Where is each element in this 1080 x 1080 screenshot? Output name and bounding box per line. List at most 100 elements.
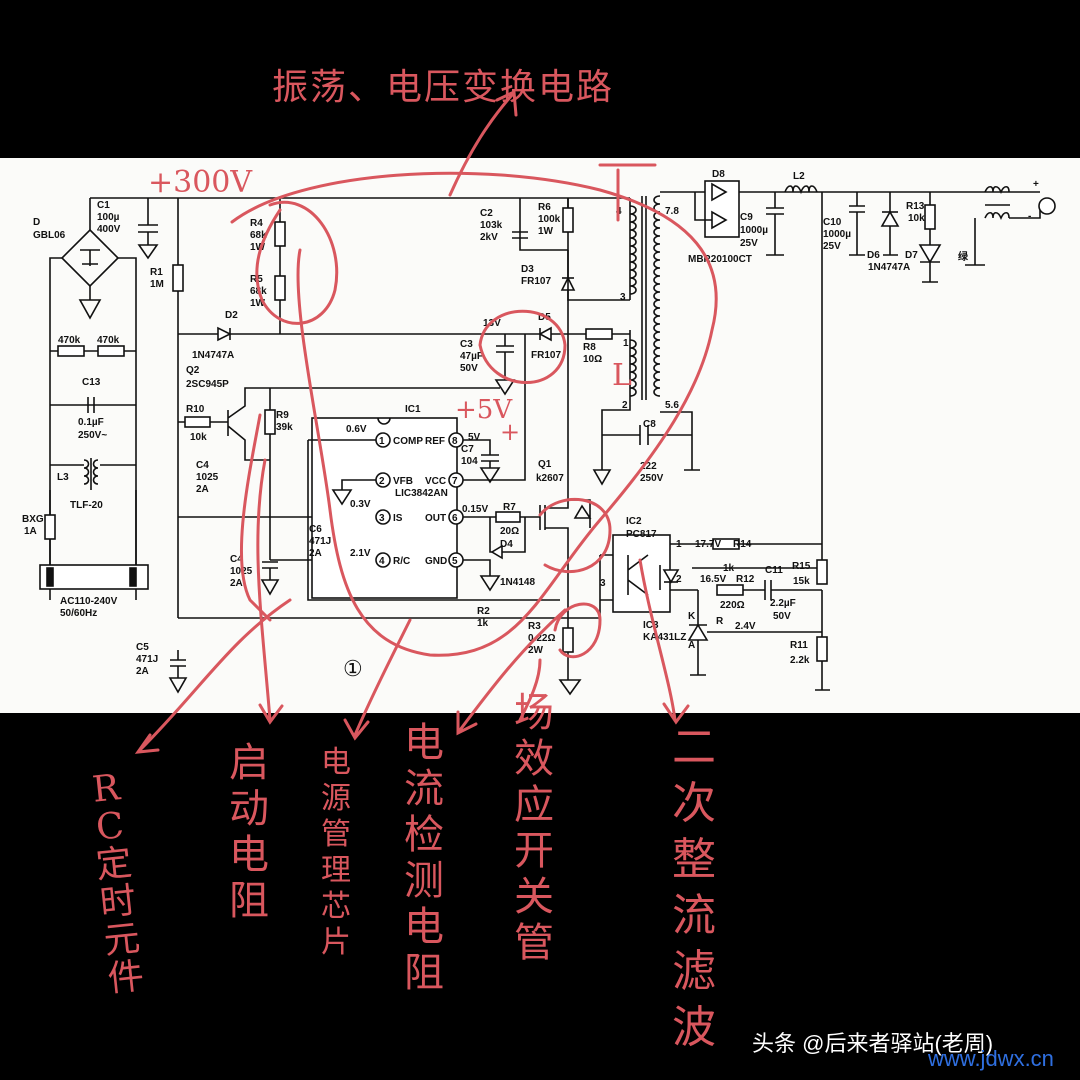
component-label: 222: [640, 461, 657, 472]
component-label: OUT: [425, 513, 446, 524]
component-label: 20Ω: [500, 526, 519, 537]
component-label: D3: [521, 264, 534, 275]
circle-one-mark: ①: [343, 656, 363, 681]
component-label: 25V: [740, 238, 758, 249]
component-label: 2.4V: [735, 621, 756, 632]
component-label: 4: [379, 556, 385, 567]
component-label: C13: [82, 377, 101, 388]
component-label: C5: [136, 642, 149, 653]
component-label: 1W: [250, 298, 266, 309]
component-label: 1A: [24, 526, 37, 537]
component-label: Q1: [538, 459, 552, 470]
component-label: 50V: [773, 611, 791, 622]
component-label: R8: [583, 342, 596, 353]
component-label: 1k: [477, 618, 489, 629]
component-label: C11: [765, 565, 783, 576]
component-label: REF: [425, 436, 445, 447]
component-label: 0.1µF: [78, 417, 104, 428]
component-label: 10k: [908, 213, 925, 224]
component-label: C9: [740, 212, 753, 223]
component-label: C7: [461, 444, 474, 455]
component-label: 2SC945P: [186, 379, 229, 390]
component-label: 7: [452, 476, 458, 487]
component-label: R9: [276, 410, 289, 421]
component-label: 1N4148: [500, 577, 535, 588]
component-label: MBR20100CT: [688, 254, 752, 265]
component-label: +: [1033, 179, 1039, 190]
component-label: D4: [500, 539, 513, 550]
component-label: 220Ω: [720, 600, 745, 611]
component-label: 471J: [136, 654, 158, 665]
supply-voltage-annotation: +300V: [148, 165, 253, 200]
component-label: 100µ: [97, 212, 120, 223]
component-label: R6: [538, 202, 551, 213]
component-label: 1M: [150, 279, 164, 290]
component-label: C1: [97, 200, 110, 211]
component-label: 10Ω: [583, 354, 602, 365]
component-label: KA431LZ: [643, 632, 686, 643]
component-label: 39k: [276, 422, 293, 433]
component-label: C10: [823, 217, 842, 228]
component-label: GND: [425, 556, 447, 567]
component-label: 1025: [196, 472, 219, 483]
component-label: 1: [623, 338, 629, 349]
component-label: 1W: [250, 242, 266, 253]
component-label: 2A: [309, 548, 322, 559]
component-label: A: [688, 640, 695, 651]
component-label: FR107: [521, 276, 551, 287]
component-label: 103k: [480, 220, 503, 231]
component-label: 50/60Hz: [60, 608, 97, 619]
component-label: 25V: [823, 241, 841, 252]
component-label: R1: [150, 267, 163, 278]
component-label: 15k: [793, 576, 810, 587]
component-label: 3: [379, 513, 385, 524]
component-label: 1000µ: [823, 229, 851, 240]
component-label: -: [1028, 211, 1031, 222]
component-label: C4: [196, 460, 209, 471]
component-label: PC817: [626, 529, 657, 540]
aux-plus-annotation: +: [500, 418, 520, 446]
component-label: L2: [793, 171, 805, 182]
component-label: 47µF: [460, 351, 483, 362]
component-label: R14: [733, 539, 752, 550]
component-label: 50V: [460, 363, 478, 374]
component-label: IC3: [643, 620, 659, 631]
annotation-mosfet-switch: 场效应开关管: [514, 690, 554, 966]
component-label: R15: [792, 561, 811, 572]
component-label: IS: [393, 513, 403, 524]
component-label: 1N4747A: [192, 350, 234, 361]
component-label: 6: [452, 513, 458, 524]
component-label: R7: [503, 502, 516, 513]
component-label: 2A: [136, 666, 149, 677]
component-label: 3: [600, 578, 606, 589]
red-annotation-strokes: [134, 89, 718, 754]
component-label: R4: [250, 218, 263, 229]
component-label: D2: [225, 310, 238, 321]
component-label: 2.2k: [790, 655, 810, 666]
component-label: 绿: [958, 250, 969, 263]
component-label: R: [716, 616, 724, 627]
inductor-annotation: L: [612, 358, 632, 393]
component-label: 250V~: [78, 430, 107, 441]
component-label: AC110-240V: [60, 596, 118, 607]
component-label: R12: [736, 574, 755, 585]
component-label: C8: [643, 419, 656, 430]
component-label: IC1: [405, 404, 421, 415]
component-label: 0.15V: [462, 504, 488, 515]
annotation-current-sense: 电流检测电阻: [404, 720, 444, 996]
component-label: R3: [528, 621, 541, 632]
component-label: 100k: [538, 214, 561, 225]
annotation-power-ic: 电源管理芯片: [321, 745, 351, 960]
component-label: 5V: [468, 432, 481, 443]
component-label: GBL06: [33, 230, 66, 241]
component-label: C3: [460, 339, 473, 350]
annotation-secondary-rectify: 二次整流滤波: [672, 722, 716, 1053]
component-label: 2A: [196, 484, 209, 495]
component-label: R11: [790, 640, 808, 651]
component-label: VFB: [393, 476, 413, 487]
component-label: k2607: [536, 473, 564, 484]
component-label: 470k: [58, 335, 81, 346]
component-label: 0.6V: [346, 424, 367, 435]
